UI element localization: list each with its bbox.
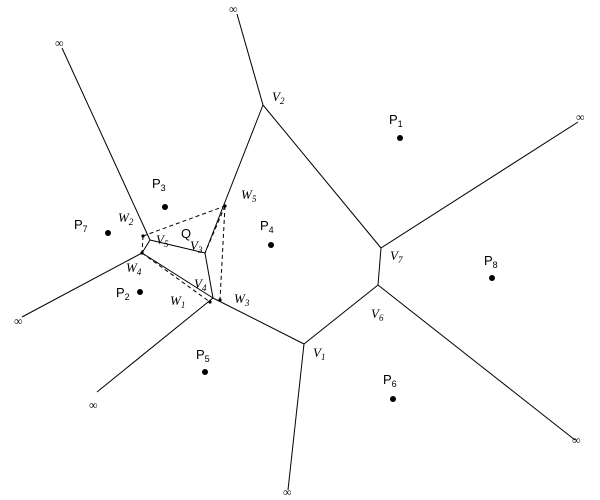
site-p4-dot xyxy=(268,242,274,248)
edge-v4-v3 xyxy=(204,252,214,299)
edge-v5-inf-topleft xyxy=(61,47,151,241)
site-p4-label: P4 xyxy=(260,218,274,235)
vertex-w4-label: W4 xyxy=(126,260,142,277)
edge-v7-v6 xyxy=(377,247,382,286)
site-p8-label: P8 xyxy=(484,253,498,270)
vertex-w5-label: W5 xyxy=(241,187,257,204)
edge-v1-v4 xyxy=(212,297,305,345)
infinity-topleft: ∞ xyxy=(55,36,64,50)
infinity-right: ∞ xyxy=(576,110,585,124)
infinity-lowleft: ∞ xyxy=(89,398,98,412)
vertex-w3-dot xyxy=(218,298,222,302)
dashed-w5-w3 xyxy=(219,205,226,301)
vertex-v6-label: V6 xyxy=(371,306,384,323)
edge-w4-v4 xyxy=(141,252,214,299)
edge-v6-v1 xyxy=(303,284,379,345)
sites xyxy=(105,135,495,402)
site-labels: P1 P2 P3 P4 P5 P6 P7 P8 Q xyxy=(74,112,498,389)
vertex-w2-label: W2 xyxy=(118,210,134,227)
dashed-w2-w4 xyxy=(141,235,144,254)
site-p7-label: P7 xyxy=(74,217,88,234)
dashed-w5-v3 xyxy=(204,205,226,254)
vertex-w3-label: W3 xyxy=(234,291,250,308)
site-p3-label: P3 xyxy=(152,176,166,193)
vertex-w1-dot xyxy=(208,300,212,304)
site-p5-label: P5 xyxy=(196,347,210,364)
new-vertex-labels: W1 W2 W3 W4 W5 xyxy=(118,187,257,310)
edge-v4-inf-lowleft xyxy=(96,297,214,393)
vertex-v4-label: V4 xyxy=(194,276,207,293)
dashed-w2-w5 xyxy=(142,205,226,237)
edge-v1-inf-bottom xyxy=(287,343,305,491)
vertex-w2-dot xyxy=(141,234,145,238)
vertex-labels: V1 V2 V3 V4 V5 V6 V7 xyxy=(156,89,403,362)
site-p1-label: P1 xyxy=(389,112,403,129)
vertex-w4-dot xyxy=(140,251,144,255)
site-p1-dot xyxy=(397,135,403,141)
edge-v3-v5 xyxy=(149,239,206,254)
infinity-lowright: ∞ xyxy=(572,433,581,447)
voronoi-edges xyxy=(21,13,579,491)
site-p6-dot xyxy=(390,396,396,402)
edge-v7-inf-right xyxy=(380,121,579,249)
vertex-v5-label: V5 xyxy=(156,232,169,249)
edge-w4-inf-left xyxy=(21,252,143,318)
infinity-bottom: ∞ xyxy=(283,485,292,499)
site-p2-dot xyxy=(137,289,143,295)
site-p3-dot xyxy=(162,204,168,210)
vertex-v2-label: V2 xyxy=(272,89,285,106)
infinity-top: ∞ xyxy=(229,2,238,16)
edge-v5-w4 xyxy=(141,239,151,254)
vertex-w5-dot xyxy=(223,204,227,208)
site-p7-dot xyxy=(105,230,111,236)
query-point-label: Q xyxy=(181,226,191,241)
site-p2-label: P2 xyxy=(116,285,130,302)
edge-v2-inf-top xyxy=(236,13,264,106)
site-p8-dot xyxy=(489,275,495,281)
edge-v2-v7 xyxy=(262,104,382,249)
site-p6-label: P6 xyxy=(383,372,397,389)
edge-v2-v3 xyxy=(204,104,264,254)
site-p5-dot xyxy=(202,369,208,375)
vertex-v7-label: V7 xyxy=(390,248,403,265)
new-region-dashed-edges xyxy=(141,205,226,303)
edge-v6-inf-lowright xyxy=(377,284,576,441)
infinity-left: ∞ xyxy=(14,314,23,328)
vertex-v1-label: V1 xyxy=(313,345,325,362)
infinity-labels: ∞ ∞ ∞ ∞ ∞ ∞ ∞ xyxy=(14,2,585,499)
vertex-v3-label: V3 xyxy=(190,238,203,255)
vertex-w1-label: W1 xyxy=(170,293,185,310)
